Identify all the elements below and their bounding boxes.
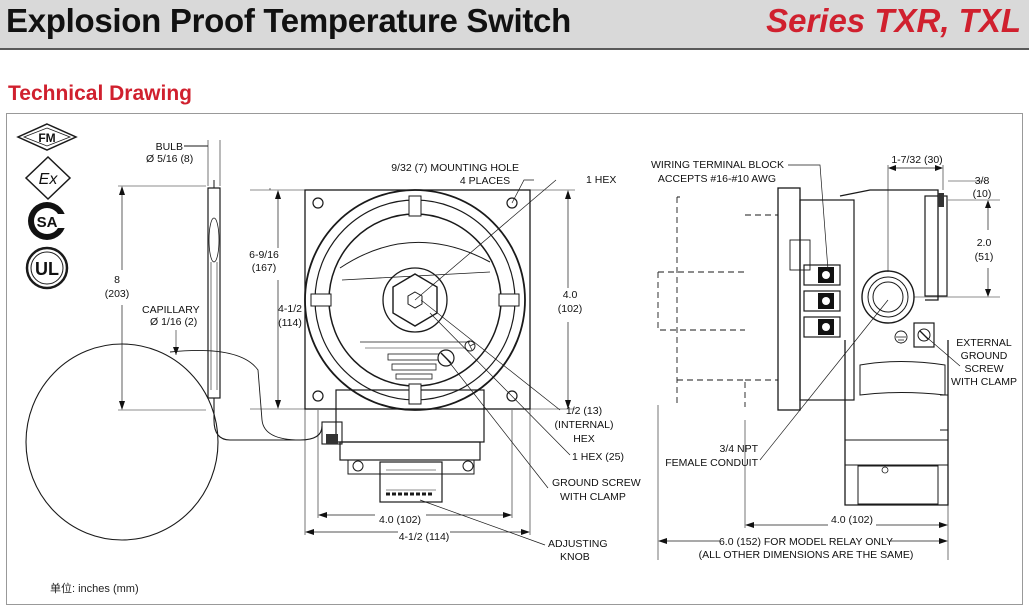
csa-label: SA	[37, 214, 58, 231]
width-4-1-2-label: 4-1/2 (114)	[399, 531, 450, 543]
hex-1-25-label: 1 HEX (25)	[572, 451, 624, 463]
dim-3-8-mm: (10)	[973, 188, 992, 200]
length-8-label: 8	[114, 274, 120, 286]
hex-1-label: 1 HEX	[586, 174, 616, 186]
hex-1-2-label: 1/2 (13)	[566, 405, 602, 417]
capillary-label: CAPILLARY	[142, 304, 200, 316]
mounting-hole-count: 4 PLACES	[460, 175, 510, 187]
capillary-dimension: Ø 1/16 (2)	[150, 316, 197, 328]
external-ground-screw-label: SCREW	[964, 363, 1003, 375]
dim-2-mm: (51)	[975, 251, 994, 263]
hex-1-2-internal: (INTERNAL)	[555, 419, 614, 431]
wiring-terminal-block	[803, 264, 841, 338]
height-4-1-2-label: 4-1/2	[278, 303, 302, 315]
wiring-terminal-label: WIRING TERMINAL BLOCK	[651, 159, 784, 171]
bulb-probe	[207, 187, 221, 399]
section-title: Technical Drawing	[8, 82, 192, 105]
adjusting-knob-label: ADJUSTING	[548, 538, 608, 550]
hex-1-2-hex: HEX	[573, 433, 595, 445]
external-ground-label: EXTERNAL	[956, 337, 1012, 349]
height-6-9-16-mm: (167)	[252, 262, 277, 274]
front-view	[250, 179, 575, 546]
side-width-4-label: 4.0 (102)	[831, 514, 873, 526]
page-title: Explosion Proof Temperature Switch	[6, 2, 571, 39]
adjusting-knob-knob: KNOB	[560, 551, 590, 563]
ul-mark-icon: UL	[25, 246, 69, 290]
ground-screw-clamp: WITH CLAMP	[560, 491, 626, 503]
page-header: Explosion Proof Temperature Switch Serie…	[0, 0, 1029, 50]
relay-dimension-note: (ALL OTHER DIMENSIONS ARE THE SAME)	[699, 549, 914, 561]
npt-label: 3/4 NPT	[719, 443, 758, 455]
external-ground-ground: GROUND	[961, 350, 1008, 362]
height-4-1-2-mm: (114)	[278, 317, 302, 329]
depth-4-mm: (102)	[558, 303, 583, 315]
series-name: Series TXR, TXL	[766, 2, 1021, 39]
dim-1-7-32-label: 1-7/32 (30)	[891, 154, 942, 166]
ul-label: UL	[35, 259, 59, 279]
adjusting-knob[interactable]	[379, 461, 443, 503]
bulb-dimension: Ø 5/16 (8)	[146, 153, 193, 165]
side-view	[657, 164, 1000, 560]
dim-3-8-label: 3/8	[975, 175, 990, 187]
relay-dimension-label: 6.0 (152) FOR MODEL RELAY ONLY	[719, 536, 893, 548]
csa-mark-icon: SA	[28, 202, 68, 240]
bulb-label: BULB	[156, 141, 183, 153]
drawing-frame	[6, 113, 1023, 605]
height-6-9-16-label: 6-9/16	[249, 249, 279, 261]
certification-marks: FM Ex SA UL	[16, 123, 78, 290]
fm-mark-icon: FM	[16, 123, 78, 151]
fm-label: FM	[38, 131, 55, 145]
external-ground-clamp: WITH CLAMP	[951, 376, 1017, 388]
ex-mark-icon: Ex	[24, 155, 72, 201]
wiring-terminal-awg: ACCEPTS #16-#10 AWG	[658, 173, 776, 185]
width-4-label: 4.0 (102)	[379, 514, 421, 526]
external-ground-screw	[913, 322, 935, 348]
npt-conduit: FEMALE CONDUIT	[665, 457, 758, 469]
capillary-coil	[25, 343, 219, 541]
mounting-hole-label: 9/32 (7) MOUNTING HOLE	[391, 162, 519, 174]
dim-2-label: 2.0	[977, 237, 992, 249]
ground-screw-label: GROUND SCREW	[552, 477, 641, 489]
depth-4-label: 4.0	[563, 289, 578, 301]
conduit-hub	[861, 270, 915, 324]
bulb-capillary-view	[25, 140, 323, 541]
ex-label: Ex	[39, 171, 59, 188]
units-note: 单位: inches (mm)	[50, 583, 139, 595]
length-8-mm: (203)	[105, 288, 130, 300]
